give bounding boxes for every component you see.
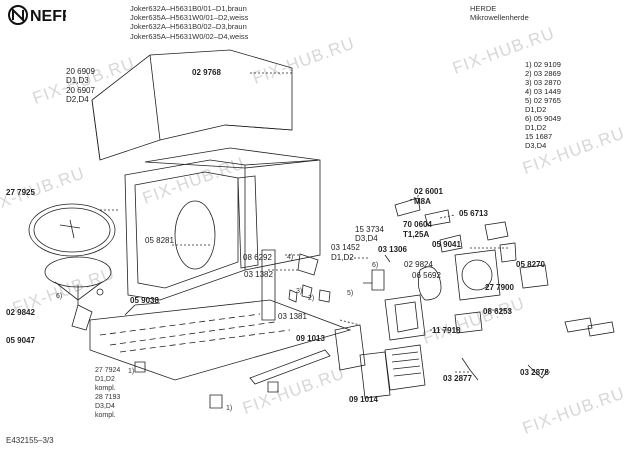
part-variant: D3,D4 <box>355 234 378 243</box>
part-label: 03 2877 <box>443 374 472 383</box>
legend-line: 15 1687 <box>525 132 553 141</box>
model-line: Joker635A–H5631W0/02–D4,weiss <box>130 31 249 41</box>
fan-motor <box>454 249 501 301</box>
part-label: 20 6909 <box>66 67 95 76</box>
cavity-front <box>124 159 246 301</box>
outer-cover <box>91 49 293 161</box>
callout-label: 6) <box>372 262 379 269</box>
turntable-plate <box>28 203 116 257</box>
part-sublabel: T1,25A <box>403 230 430 239</box>
base-plate <box>89 299 352 381</box>
legend-line: 6) 05 9049 <box>525 114 561 123</box>
legend: 1) 02 9109 2) 03 2869 3) 03 2870 4) 03 1… <box>525 60 561 150</box>
legend-line: D3,D4 <box>525 141 547 150</box>
callout-label: 4) <box>287 254 294 261</box>
brand-text: NEFF <box>30 8 66 25</box>
magnetron <box>384 294 426 341</box>
part-label: 02 9824 <box>404 260 433 269</box>
part-label: 02 9842 <box>6 308 35 317</box>
legend-line: 2) 03 2869 <box>525 69 561 78</box>
part-variant: D1,D3 <box>66 76 89 85</box>
legend-line: D1,D2 <box>525 105 547 114</box>
callout-label: 2) <box>308 295 315 302</box>
part-label: 20 6907 <box>66 86 95 95</box>
capacitor <box>454 311 483 334</box>
part-label: 11 7918 <box>432 326 461 335</box>
part-label: 03 1381 <box>278 312 307 321</box>
legend-line: 4) 03 1449 <box>525 87 561 96</box>
legend-line: D1,D2 <box>525 123 547 132</box>
part-label: 03 1306 <box>378 245 407 254</box>
drawing-number: E432155–3/3 <box>6 436 54 445</box>
waveguide <box>334 324 366 371</box>
control-panel <box>237 175 259 269</box>
part-label: 70 0604 <box>403 220 432 229</box>
category-block: HERDE Mikrowellenherde <box>470 4 529 22</box>
callout-label: 6) <box>56 293 63 300</box>
callout-label: 1) <box>226 405 233 412</box>
part-sublabel: M8A <box>414 197 431 206</box>
part-label: 03 1452 <box>331 243 360 252</box>
part-label: 02 6001 <box>414 187 443 196</box>
part-note: kompl. <box>95 412 116 419</box>
category-title: HERDE <box>470 4 497 13</box>
legend-line: 3) 03 2870 <box>525 78 561 87</box>
part-variant: D1,D2 <box>95 376 115 383</box>
part-label: 03 2878 <box>520 368 549 377</box>
legend-line: 1) 02 9109 <box>525 60 561 69</box>
part-label: 28 7193 <box>95 394 121 401</box>
part-label: 27 7924 <box>95 367 121 374</box>
part-label: 05 9038 <box>130 296 159 305</box>
part-label: 09 1013 <box>296 334 325 343</box>
part-variant: D3,D4 <box>95 403 115 410</box>
cavity-top <box>144 147 321 169</box>
model-list: Joker632A–H5631B0/01–D1,braun Joker635A–… <box>130 4 248 41</box>
neff-logo: NEFF <box>8 4 72 26</box>
part-label: 05 8270 <box>516 260 545 269</box>
model-line: Joker632A–H5631B0/01–D1,braun <box>130 4 247 13</box>
part-label: 27 7900 <box>485 283 514 292</box>
part-variant: D2,D4 <box>66 95 89 104</box>
legend-line: 5) 02 9765 <box>525 96 561 105</box>
part-label: 05 9041 <box>432 240 461 249</box>
part-label: 02 9768 <box>192 68 221 77</box>
model-line: Joker632A–H5631B0/02–D3,braun <box>130 22 247 32</box>
part-label: 09 1014 <box>349 395 378 404</box>
model-line: Joker635A–H5631W0/01–D2,weiss <box>130 13 249 23</box>
part-label: 27 7925 <box>6 188 35 197</box>
part-label: 05 8281 <box>145 236 174 245</box>
transformer <box>384 344 426 391</box>
part-label: 05 9047 <box>6 336 35 345</box>
fan-blade <box>417 266 442 301</box>
part-label: 08 6253 <box>483 307 512 316</box>
callout-label: 3) <box>296 288 303 295</box>
part-label: 15 3734 <box>355 225 384 234</box>
callout-label: 1) <box>128 368 135 375</box>
turntable-motor <box>71 304 93 331</box>
part-label: 06 5692 <box>412 271 441 280</box>
callout-label: 5) <box>347 290 354 297</box>
part-label: 05 6713 <box>459 209 488 218</box>
part-label: 03 1382 <box>244 270 273 279</box>
part-label: 08 6292 <box>243 253 272 262</box>
part-variant: D1,D2 <box>331 253 354 262</box>
part-note: kompl. <box>95 385 116 392</box>
category-subtitle: Mikrowellenherde <box>470 13 529 23</box>
